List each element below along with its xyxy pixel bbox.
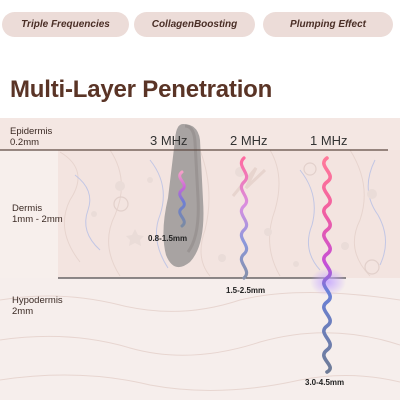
badge-collagen-boosting: CollagenBoosting xyxy=(134,12,255,37)
freq-3mhz-label: 3 MHz xyxy=(150,133,188,148)
depth-1mhz-label: 3.0-4.5mm xyxy=(305,378,345,387)
dermis-name: Dermis xyxy=(12,203,43,214)
hypodermis-depth: 2mm xyxy=(12,306,34,317)
wave-1mhz xyxy=(322,156,332,374)
page-title: Multi-Layer Penetration xyxy=(10,76,273,103)
epidermis-label: Epidermis 0.2mm xyxy=(10,126,52,148)
hypodermis-label: Hypodermis 2mm xyxy=(12,295,63,317)
dermis-band xyxy=(58,150,400,278)
badge-plumping-effect: Plumping Effect xyxy=(263,12,393,37)
dermis-depth: 1mm - 2mm xyxy=(12,214,63,225)
freq-2mhz-label: 2 MHz xyxy=(230,133,268,148)
depth-3mhz-label: 0.8-1.5mm xyxy=(148,234,188,243)
wave-1mhz-glow xyxy=(310,268,346,296)
freq-1mhz-label: 1 MHz xyxy=(310,133,348,148)
badge-triple-frequencies: Triple Frequencies xyxy=(2,12,129,37)
wave-3mhz xyxy=(178,170,186,228)
hypodermis-name: Hypodermis xyxy=(12,295,63,306)
hair-follicle xyxy=(163,124,204,268)
depth-2mhz-label: 1.5-2.5mm xyxy=(226,286,266,295)
wave-2mhz xyxy=(239,156,249,280)
star-shape xyxy=(126,229,144,246)
hypodermis-band xyxy=(0,278,400,400)
epidermis-name: Epidermis xyxy=(10,126,53,137)
epidermis-depth: 0.2mm xyxy=(10,137,40,148)
dermis-label: Dermis 1mm - 2mm xyxy=(12,203,63,225)
skin-layers-illustration xyxy=(0,118,400,400)
